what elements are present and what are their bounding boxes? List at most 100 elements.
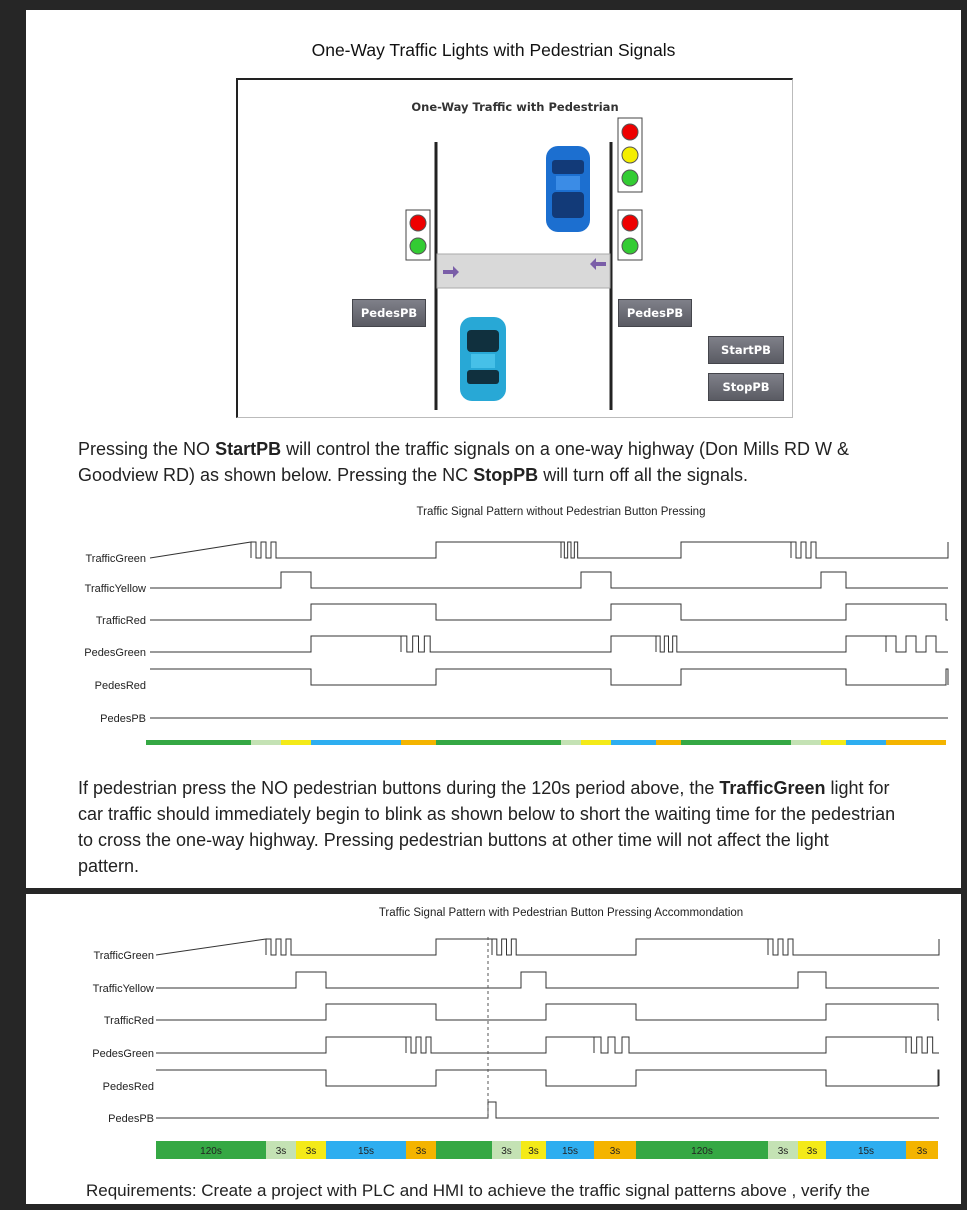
phase-segment [521, 1141, 546, 1159]
paragraph-2: If pedestrian press the NO pedestrian bu… [78, 778, 896, 876]
phase-label: 15s [562, 1146, 578, 1157]
phase-label: 3s [276, 1146, 287, 1157]
phase-segment [886, 740, 946, 745]
traffic-light [617, 117, 643, 193]
phase-label: 3s [610, 1146, 621, 1157]
phase-segment [826, 1141, 906, 1159]
hmi-scene [405, 117, 643, 410]
phase-segment [561, 740, 581, 745]
document-title: One-Way Traffic Lights with Pedestrian S… [311, 40, 676, 60]
phase-label: 3s [801, 744, 812, 745]
phase-label: 3s [807, 1146, 818, 1157]
signal-label: TrafficRed [96, 615, 146, 627]
waveform-pedesgreen [150, 635, 948, 653]
phase-label: 3s [566, 744, 577, 745]
phase-segment [681, 740, 791, 745]
phase-segment [436, 740, 561, 745]
phase-label: 120s [725, 744, 747, 745]
timing-diagram-1: TrafficGreenTrafficYellowTrafficRedPedes… [84, 541, 949, 745]
signal-label: TrafficYellow [85, 583, 146, 595]
phase-segment [798, 1141, 826, 1159]
phase-segment [251, 740, 281, 745]
pedestrian-light-left [405, 209, 431, 261]
waveform-pedesred [150, 668, 949, 686]
document-page-1: One-Way Traffic Lights with Pedestrian S… [26, 10, 961, 888]
phase-label: 120s [488, 744, 510, 745]
signal-label: PedesPB [108, 1113, 154, 1125]
waveform-trafficyellow [150, 571, 948, 589]
requirements-text: Requirements: Create a project with PLC … [86, 1181, 870, 1200]
car-top-icon [546, 146, 590, 232]
phase-segment [611, 740, 656, 745]
document-page-2: Traffic Signal Pattern with Pedestrian B… [26, 894, 961, 1204]
crosswalk [436, 253, 611, 289]
phase-label: 120s [188, 744, 210, 745]
phase-label: 15s [858, 1146, 874, 1157]
phase-label: 3s [416, 1146, 427, 1157]
phase-segment [436, 1141, 492, 1159]
phase-label: 120s [200, 1146, 222, 1157]
phase-label: 3s [663, 744, 674, 745]
timing-diagram-2: TrafficGreenTrafficYellowTrafficRedPedes… [92, 937, 940, 1159]
pedes-pb-left-button[interactable]: PedesPB [352, 299, 426, 327]
waveform-pedesred [156, 1069, 940, 1087]
phase-segment [546, 1141, 594, 1159]
phase-segment [821, 740, 846, 745]
phase-label: 3s [501, 1146, 512, 1157]
phase-segment [401, 740, 436, 745]
phase-segment [791, 740, 821, 745]
phase-segment [636, 1141, 768, 1159]
phase-label: 3s [306, 1146, 317, 1157]
phase-segment [656, 740, 681, 745]
waveform-trafficred [150, 603, 948, 621]
signal-label: PedesPB [100, 713, 146, 725]
hmi-panel: One-Way Traffic with Pedestrian [236, 78, 793, 418]
start-pb-button[interactable]: StartPB [708, 336, 784, 364]
phase-segment [266, 1141, 296, 1159]
signal-label: PedesGreen [92, 1048, 154, 1060]
phase-segment [406, 1141, 436, 1159]
phase-segment [326, 1141, 406, 1159]
phase-segment [311, 740, 401, 745]
phase-label: 3s [917, 1146, 928, 1157]
phase-label: 3s [291, 744, 302, 745]
signal-label: PedesRed [103, 1081, 154, 1093]
waveform-trafficgreen [155, 938, 940, 956]
phase-label: 3s [778, 1146, 789, 1157]
phase-label: 3s [591, 744, 602, 745]
signal-label: TrafficYellow [93, 983, 154, 995]
phase-label: 15s [625, 744, 641, 745]
arrow-left-icon [590, 258, 606, 270]
waveform-pedesgreen [156, 1036, 939, 1054]
signal-label: PedesGreen [84, 647, 146, 659]
hmi-title: One-Way Traffic with Pedestrian [411, 100, 619, 114]
phase-segment [846, 740, 886, 745]
phase-label: 120s [691, 1146, 713, 1157]
waveform-trafficred [156, 1003, 939, 1021]
paragraph-1: Pressing the NO StartPB will control the… [78, 439, 849, 485]
car-bottom-icon [460, 317, 506, 401]
phase-label: 15s [348, 744, 364, 745]
phase-segment [581, 740, 611, 745]
phase-label: 3s [911, 744, 922, 745]
stop-pb-button[interactable]: StopPB [708, 373, 784, 401]
phase-label: 15s [358, 1146, 374, 1157]
phase-segment [156, 1141, 266, 1159]
waveform-trafficyellow [156, 971, 939, 989]
phase-label: 3s [413, 744, 424, 745]
waveform-pedespb [156, 1101, 939, 1119]
phase-segment [492, 1141, 521, 1159]
waveform-trafficgreen [149, 541, 949, 559]
phase-segment [768, 1141, 798, 1159]
pedestrian-light-right [617, 209, 643, 261]
phase-label: 3s [828, 744, 839, 745]
phase-label: 15s [858, 744, 874, 745]
pedes-pb-right-button[interactable]: PedesPB [618, 299, 692, 327]
phase-segment [296, 1141, 326, 1159]
signal-label: TrafficGreen [93, 950, 154, 962]
phase-label: 3s [528, 1146, 539, 1157]
chart-2-title: Traffic Signal Pattern with Pedestrian B… [378, 907, 744, 919]
signal-label: PedesRed [95, 680, 146, 692]
phase-label: 3s [261, 744, 272, 745]
